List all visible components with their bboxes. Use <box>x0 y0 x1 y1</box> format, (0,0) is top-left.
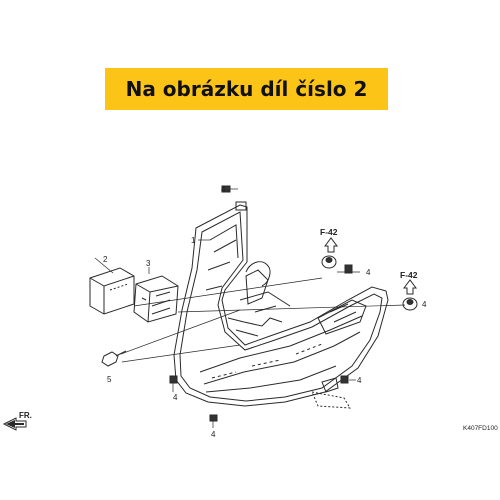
front-label: FR. <box>19 411 32 420</box>
ref-label-f42-upper: F-42 <box>320 227 338 237</box>
callout-4-bottom: 4 <box>211 430 216 439</box>
reference-arrows <box>324 237 417 295</box>
callout-4-far-right: 4 <box>422 300 427 309</box>
callout-5: 5 <box>107 375 112 384</box>
part-2-cover <box>89 267 135 315</box>
part-5-bolt <box>101 350 127 367</box>
part-number-banner: Na obrázku díl číslo 2 <box>105 68 388 110</box>
part-3-boot <box>133 275 179 323</box>
callout-4-top: 4 <box>221 185 226 194</box>
ref-label-f42-right: F-42 <box>400 270 418 280</box>
callout-2: 2 <box>103 255 108 264</box>
grommets <box>169 185 418 422</box>
callout-3: 3 <box>146 259 151 268</box>
banner-text: Na obrázku díl číslo 2 <box>125 77 368 101</box>
callout-4-right-upper: 4 <box>366 268 371 277</box>
callout-1: 1 <box>191 236 196 245</box>
front-arrow-icon <box>2 417 27 431</box>
leader-lines <box>94 188 406 428</box>
callout-4-right-lower: 4 <box>357 376 362 385</box>
diagram-code: K407FD100 <box>463 425 498 432</box>
headlight-housing <box>173 204 389 407</box>
callout-4-left-lower: 4 <box>173 393 178 402</box>
